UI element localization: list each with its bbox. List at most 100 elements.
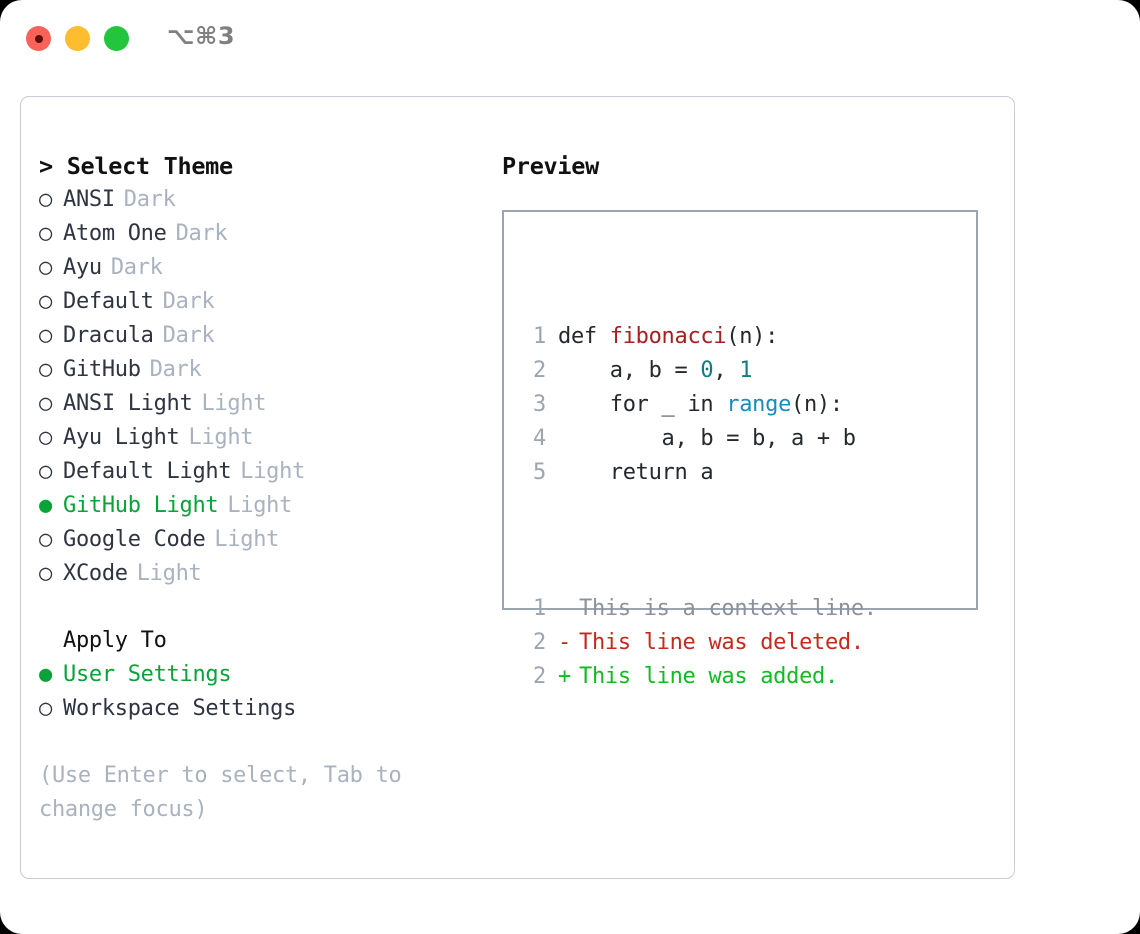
theme-option-github-light[interactable]: ● GitHub Light Light bbox=[39, 489, 494, 523]
apply-to-option-user-settings[interactable]: ●User Settings bbox=[39, 658, 494, 692]
code-token-plain: def bbox=[558, 324, 610, 349]
code-line: 5 return a bbox=[524, 456, 877, 490]
theme-option-label: Default Light bbox=[63, 459, 232, 484]
code-token-plain: a, b = bbox=[558, 358, 701, 383]
radio-unselected-icon: ○ bbox=[39, 561, 52, 586]
theme-option-label: Google Code bbox=[63, 527, 206, 552]
theme-option-label: Default bbox=[63, 289, 154, 314]
line-number: 4 bbox=[533, 426, 546, 451]
code-token-plain: , bbox=[713, 358, 740, 383]
code-line-content: return a bbox=[558, 456, 714, 490]
apply-to-option-workspace-settings[interactable]: ○ Workspace Settings bbox=[39, 692, 494, 726]
apply-to-option-label: Workspace Settings bbox=[63, 696, 297, 721]
diff-line-text: This line was deleted. bbox=[579, 630, 864, 655]
diff-marker bbox=[558, 592, 568, 626]
theme-option-label: GitHub Light bbox=[63, 493, 219, 518]
theme-option-label: ANSI bbox=[63, 187, 115, 212]
code-line-content: for _ in range(n): bbox=[558, 388, 843, 422]
theme-variant-badge: Light bbox=[214, 527, 280, 552]
diff-line-add: 2 + This line was added. bbox=[524, 660, 877, 694]
theme-option-xcode[interactable]: ○ XCode Light bbox=[39, 557, 494, 591]
keyboard-shortcut-label: ⌥⌘3 bbox=[167, 22, 236, 50]
radio-unselected-icon: ○ bbox=[39, 221, 52, 246]
spacer bbox=[39, 591, 494, 624]
theme-option-label: Ayu bbox=[63, 255, 102, 280]
apply-to-option-label: User Settings bbox=[63, 662, 232, 687]
code-token-plain: return a bbox=[558, 460, 714, 485]
diff-line-text: This is a context line. bbox=[579, 596, 877, 621]
theme-variant-badge: Light bbox=[240, 459, 306, 484]
code-token-num: 1 bbox=[739, 358, 753, 383]
diff-marker: - bbox=[558, 630, 571, 655]
theme-variant-badge: Dark bbox=[162, 289, 215, 314]
line-number: 3 bbox=[533, 392, 546, 417]
diff-line-del: 2-This line was deleted. bbox=[524, 626, 877, 660]
code-line: 1 def fibonacci(n): bbox=[524, 320, 877, 354]
line-number: 5 bbox=[533, 460, 546, 485]
diff-line-text: This line was added. bbox=[579, 664, 838, 689]
diff-line-number: 2 bbox=[533, 630, 546, 655]
theme-variant-badge: Dark bbox=[123, 187, 176, 212]
theme-variant-badge: Light bbox=[227, 493, 293, 518]
theme-option-label: Dracula bbox=[63, 323, 154, 348]
theme-option-label: Ayu Light bbox=[63, 425, 180, 450]
theme-variant-badge: Light bbox=[136, 561, 202, 586]
diff-line-number: 2 bbox=[533, 664, 546, 689]
close-window-button[interactable] bbox=[26, 26, 51, 51]
theme-option-label: XCode bbox=[63, 561, 128, 586]
radio-unselected-icon: ○ bbox=[39, 255, 52, 280]
theme-option-dracula[interactable]: ○ Dracula Dark bbox=[39, 319, 494, 353]
keyboard-hint: (Use Enter to select, Tab to change focu… bbox=[39, 763, 402, 822]
diff-lines: 1 This is a context line.2-This line was… bbox=[524, 592, 877, 694]
theme-option-label: Atom One bbox=[63, 221, 167, 246]
diff-line-context: 1 This is a context line. bbox=[524, 592, 877, 626]
code-line-content: def fibonacci(n): bbox=[558, 320, 778, 354]
theme-variant-badge: Dark bbox=[162, 323, 215, 348]
line-number: 1 bbox=[533, 324, 546, 349]
theme-option-atom-one[interactable]: ○ Atom One Dark bbox=[39, 217, 494, 251]
code-token-plain: (n): bbox=[726, 324, 779, 349]
theme-option-google-code[interactable]: ○ Google Code Light bbox=[39, 523, 494, 557]
code-token-plain: a, b = b, a + b bbox=[558, 426, 857, 451]
code-line: 4 a, b = b, a + b bbox=[524, 422, 877, 456]
radio-unselected-icon: ○ bbox=[39, 459, 52, 484]
theme-option-label: ANSI Light bbox=[63, 391, 193, 416]
title-bar: ⌥⌘3 bbox=[0, 0, 1140, 78]
line-number: 2 bbox=[533, 358, 546, 383]
page-title: > Select Theme bbox=[39, 152, 233, 180]
code-line-content: a, b = b, a + b bbox=[558, 422, 857, 456]
radio-unselected-icon: ○ bbox=[39, 527, 52, 552]
apply-to-heading: Apply To bbox=[63, 628, 167, 653]
code-line-content: a, b = 0, 1 bbox=[558, 354, 753, 388]
radio-unselected-icon: ○ bbox=[39, 425, 52, 450]
radio-unselected-icon: ○ bbox=[39, 187, 52, 212]
theme-option-default[interactable]: ○ Default Dark bbox=[39, 285, 494, 319]
radio-unselected-icon: ○ bbox=[39, 289, 52, 314]
radio-selected-icon: ● bbox=[39, 493, 52, 518]
code-token-plain: (n): bbox=[791, 392, 843, 417]
minimize-window-button[interactable] bbox=[65, 26, 90, 51]
theme-variant-badge: Dark bbox=[175, 221, 228, 246]
radio-unselected-icon: ○ bbox=[39, 323, 52, 348]
theme-option-default-light[interactable]: ○ Default Light Light bbox=[39, 455, 494, 489]
radio-unselected-icon: ○ bbox=[39, 391, 52, 416]
radio-unselected-icon: ○ bbox=[39, 696, 52, 721]
code-token-num: 0 bbox=[700, 358, 714, 383]
apply-to-list: ●User Settings ○ Workspace Settings bbox=[39, 658, 494, 726]
diff-marker: + bbox=[558, 664, 571, 689]
maximize-window-button[interactable] bbox=[104, 26, 129, 51]
theme-option-ansi[interactable]: ○ ANSI Dark bbox=[39, 183, 494, 217]
code-line: 2 a, b = 0, 1 bbox=[524, 354, 877, 388]
